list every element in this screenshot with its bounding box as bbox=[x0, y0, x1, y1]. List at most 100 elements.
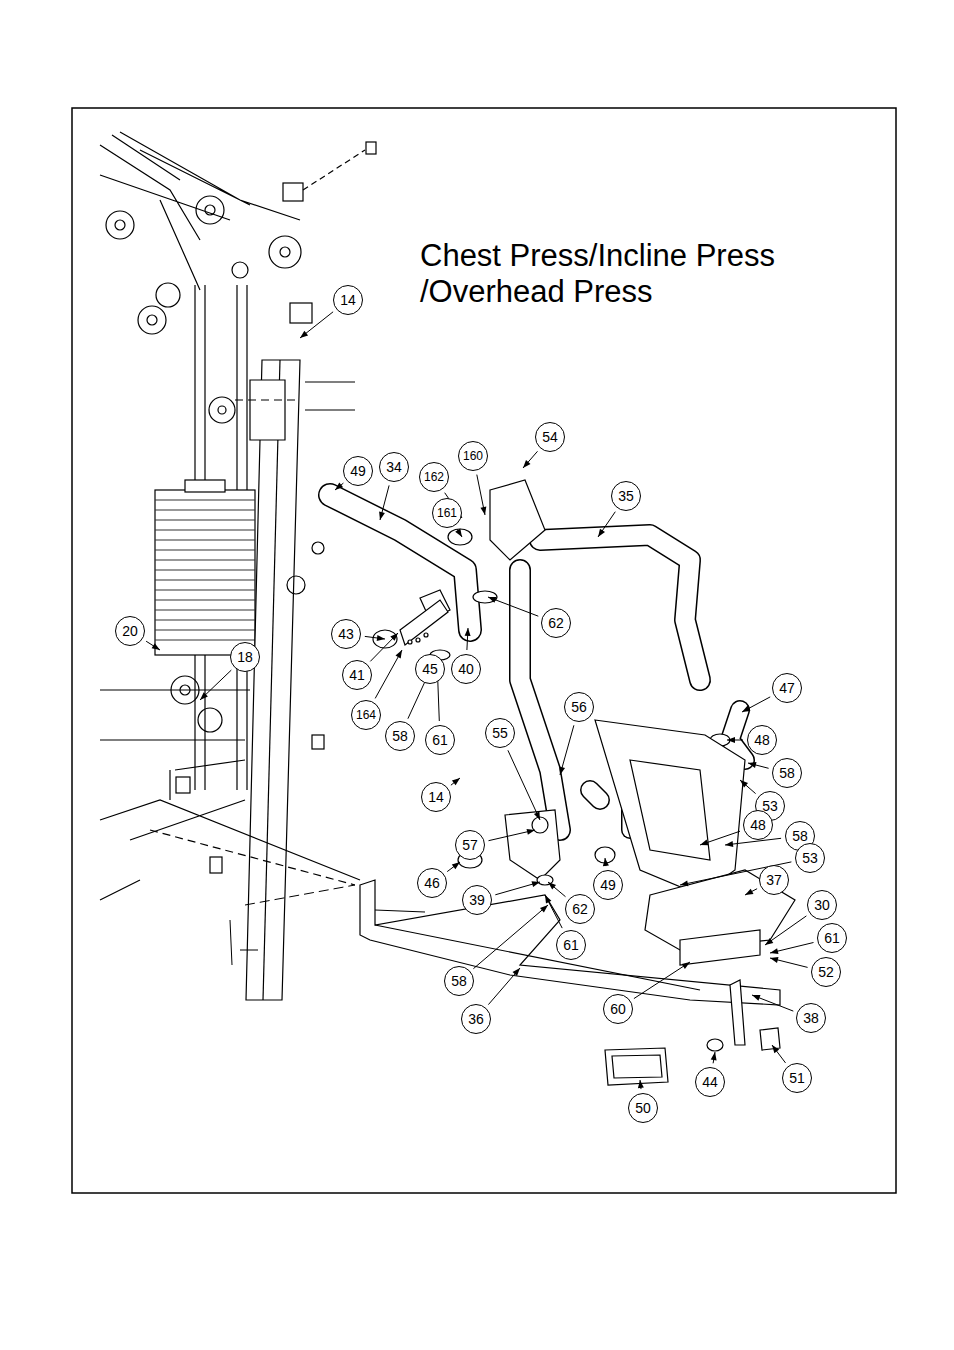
leader-arrowhead bbox=[532, 881, 541, 887]
callout-number: 14 bbox=[421, 782, 451, 812]
leader-arrowhead bbox=[545, 895, 551, 904]
leader-arrowhead bbox=[638, 1080, 644, 1088]
leader-line bbox=[146, 641, 160, 650]
callout-number: 49 bbox=[343, 456, 373, 486]
leader-line bbox=[447, 862, 460, 872]
leader-arrowhead bbox=[527, 829, 536, 835]
callout-number: 44 bbox=[695, 1067, 725, 1097]
callout-number: 58 bbox=[772, 758, 802, 788]
callout-number: 30 bbox=[807, 890, 837, 920]
leader-arrowhead bbox=[740, 780, 748, 788]
callout-number: 54 bbox=[535, 422, 565, 452]
callout-number: 57 bbox=[455, 830, 485, 860]
callout-number: 39 bbox=[462, 885, 492, 915]
leader-line bbox=[495, 882, 540, 895]
leader-line bbox=[300, 312, 333, 338]
leader-arrowhead bbox=[680, 880, 688, 886]
leader-arrowhead bbox=[770, 957, 779, 963]
leader-arrowhead bbox=[772, 1045, 779, 1053]
leader-arrowhead bbox=[152, 643, 160, 650]
leader-line bbox=[740, 780, 756, 794]
leader-line bbox=[523, 451, 538, 468]
leader-arrowhead bbox=[765, 938, 773, 945]
leader-arrowhead bbox=[335, 483, 343, 490]
leader-arrowhead bbox=[379, 512, 385, 521]
callout-number: 61 bbox=[817, 923, 847, 953]
callout-number: 46 bbox=[417, 868, 447, 898]
callout-number: 51 bbox=[782, 1063, 812, 1093]
callout-number: 48 bbox=[743, 810, 773, 840]
leader-arrowhead bbox=[390, 633, 398, 641]
leader-arrowhead bbox=[559, 767, 565, 776]
callout-number: 38 bbox=[796, 1003, 826, 1033]
callout-number: 36 bbox=[461, 1004, 491, 1034]
callout-number: 160 bbox=[458, 441, 488, 471]
leader-arrowhead bbox=[598, 529, 605, 537]
callout-number: 62 bbox=[565, 894, 595, 924]
leader-line bbox=[770, 943, 814, 954]
callout-number: 20 bbox=[115, 616, 145, 646]
callout-number: 52 bbox=[811, 957, 841, 987]
leader-arrowhead bbox=[534, 812, 540, 821]
leader-arrowhead bbox=[452, 862, 460, 869]
callout-number: 61 bbox=[425, 725, 455, 755]
leader-line bbox=[748, 763, 769, 768]
leader-line bbox=[335, 483, 343, 490]
leader-line bbox=[488, 968, 520, 1005]
leader-arrowhead bbox=[711, 1052, 717, 1060]
callout-number: 45 bbox=[415, 654, 445, 684]
leader-line bbox=[370, 633, 398, 661]
callout-number: 35 bbox=[611, 481, 641, 511]
callout-number: 162 bbox=[419, 462, 449, 492]
leader-line bbox=[451, 778, 460, 785]
callout-number: 40 bbox=[451, 654, 481, 684]
leader-arrowhead bbox=[725, 841, 733, 847]
leader-line bbox=[742, 697, 770, 712]
leader-line bbox=[752, 995, 793, 1011]
leader-arrowhead bbox=[377, 635, 385, 641]
leader-line bbox=[634, 962, 690, 999]
leader-line bbox=[560, 725, 574, 775]
leader-line bbox=[380, 485, 389, 520]
diagram-title: Chest Press/Incline Press /Overhead Pres… bbox=[420, 238, 860, 310]
leader-arrowhead bbox=[603, 858, 609, 866]
leader-arrowhead bbox=[488, 597, 497, 603]
leader-arrowhead bbox=[742, 706, 751, 712]
leader-arrowhead bbox=[455, 529, 462, 537]
leader-line bbox=[545, 895, 562, 928]
leader-arrowhead bbox=[523, 460, 531, 468]
callout-number: 58 bbox=[385, 721, 415, 751]
leader-line bbox=[745, 889, 757, 895]
callout-number: 164 bbox=[351, 700, 381, 730]
leader-line bbox=[765, 916, 806, 945]
leader-line bbox=[598, 512, 615, 537]
callout-number: 47 bbox=[772, 673, 802, 703]
callout-number: 41 bbox=[342, 660, 372, 690]
leader-arrowhead bbox=[770, 948, 779, 954]
leader-line bbox=[700, 831, 740, 845]
callout-number: 55 bbox=[485, 718, 515, 748]
callout-number: 62 bbox=[541, 608, 571, 638]
leader-line bbox=[488, 597, 538, 616]
callout-number: 34 bbox=[379, 452, 409, 482]
leader-arrowhead bbox=[452, 778, 460, 785]
callout-number: 50 bbox=[628, 1093, 658, 1123]
callout-number: 49 bbox=[593, 870, 623, 900]
callout-number: 161 bbox=[432, 498, 462, 528]
callout-number: 48 bbox=[747, 725, 777, 755]
leader-arrowhead bbox=[745, 889, 754, 895]
callout-number: 58 bbox=[444, 966, 474, 996]
callout-number: 37 bbox=[759, 865, 789, 895]
leader-arrowhead bbox=[396, 650, 403, 659]
leader-line bbox=[375, 650, 402, 698]
leader-arrowhead bbox=[682, 962, 690, 969]
leader-line bbox=[770, 958, 808, 967]
leader-arrowhead bbox=[748, 762, 757, 768]
leader-line bbox=[473, 905, 548, 969]
callout-number: 56 bbox=[564, 692, 594, 722]
leader-line bbox=[200, 670, 231, 700]
leader-arrowhead bbox=[200, 692, 208, 700]
leader-arrowhead bbox=[540, 905, 548, 913]
leader-arrowhead bbox=[752, 995, 761, 1001]
leader-arrowhead bbox=[700, 840, 709, 846]
